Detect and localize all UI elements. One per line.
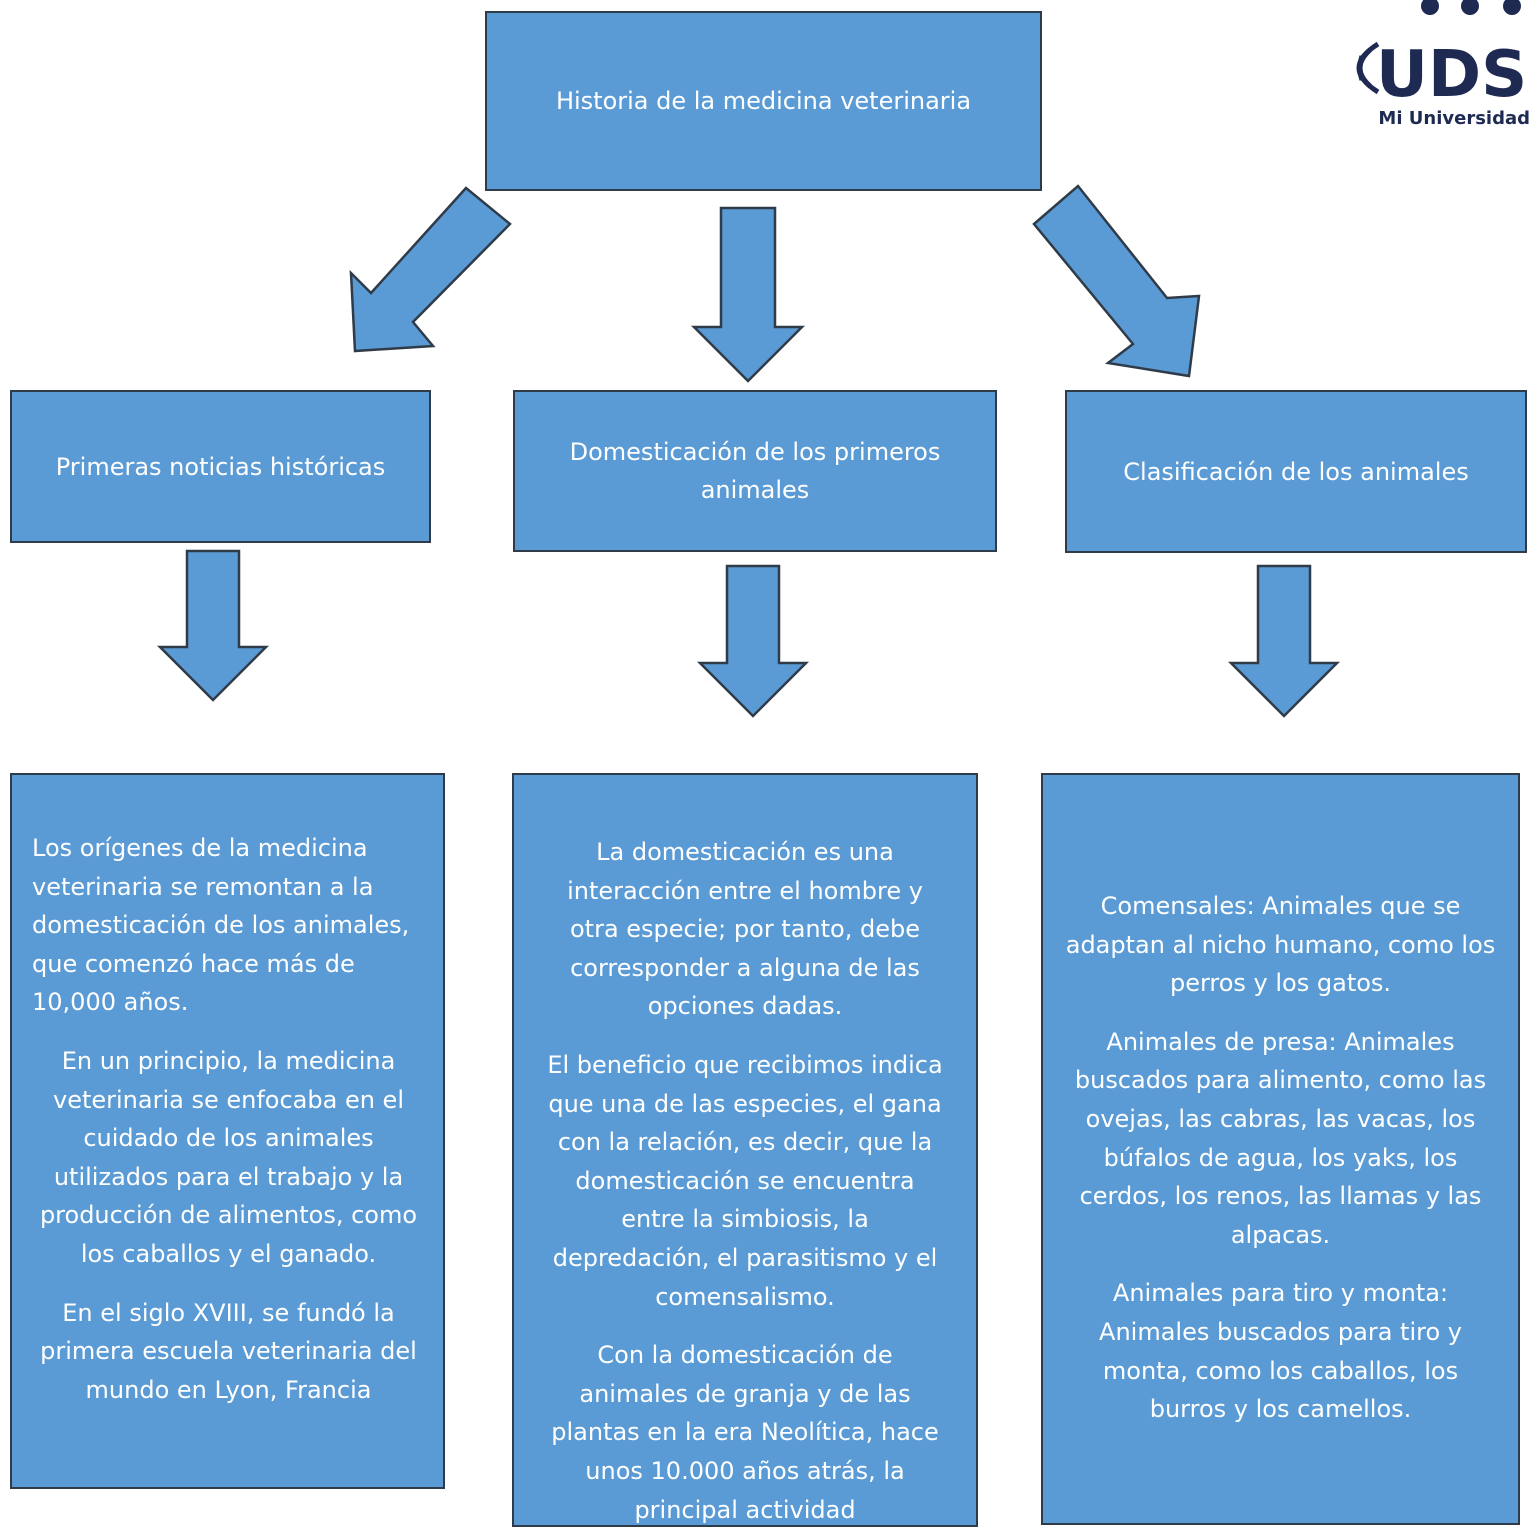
root-title: Historia de la medicina veterinaria (555, 87, 972, 115)
detail-paragraph: Con la domesticación de animales de gran… (551, 1341, 939, 1524)
branch-box-domesticacion: Domesticación de los primeros animales (513, 390, 997, 552)
arrow-down-3 (1227, 564, 1341, 718)
logo-subtitle: Mi Universidad (1378, 108, 1530, 129)
uds-logo: UDS Mi Universidad (1330, 0, 1532, 130)
detail-paragraph: En un principio, la medicina veterinaria… (39, 1046, 418, 1268)
branch-box-historicas: Primeras noticias históricas (10, 390, 431, 543)
detail-box-historicas: Los orígenes de la medicina veterinaria … (10, 773, 445, 1489)
branch-heading: Domesticación de los primeros animales (569, 438, 941, 504)
arrow-down-2 (696, 564, 810, 718)
logo-dot (1421, 0, 1439, 15)
arrow-down-center (690, 206, 806, 383)
logo-dot (1503, 0, 1521, 15)
detail-paragraph: El beneficio que recibimos indica que un… (547, 1050, 943, 1311)
detail-paragraph: Los orígenes de la medicina veterinaria … (32, 834, 410, 1017)
detail-box-domesticacion: La domesticación es una interacción entr… (512, 773, 978, 1527)
root-box: Historia de la medicina veterinaria (485, 11, 1042, 191)
logo-text: UDS (1376, 38, 1527, 112)
branch-box-clasificacion: Clasificación de los animales (1065, 390, 1527, 553)
arrow-down-right (1032, 184, 1201, 378)
detail-paragraph: En el siglo XVIII, se fundó la primera e… (40, 1298, 417, 1404)
logo-dot (1461, 0, 1479, 15)
detail-paragraph: Animales de presa: Animales buscados par… (1074, 1027, 1487, 1249)
branch-heading: Clasificación de los animales (1123, 457, 1469, 486)
detail-paragraph: La domesticación es una interacción entr… (567, 838, 923, 1021)
arrow-down-1 (156, 549, 270, 702)
detail-paragraph: Comensales: Animales que se adaptan al n… (1065, 892, 1496, 998)
arrow-down-left (349, 186, 512, 353)
branch-heading: Primeras noticias históricas (55, 452, 386, 481)
detail-box-clasificacion: Comensales: Animales que se adaptan al n… (1041, 773, 1520, 1525)
detail-paragraph: Animales para tiro y monta: Animales bus… (1099, 1279, 1462, 1424)
logo-swoosh (1356, 41, 1380, 95)
